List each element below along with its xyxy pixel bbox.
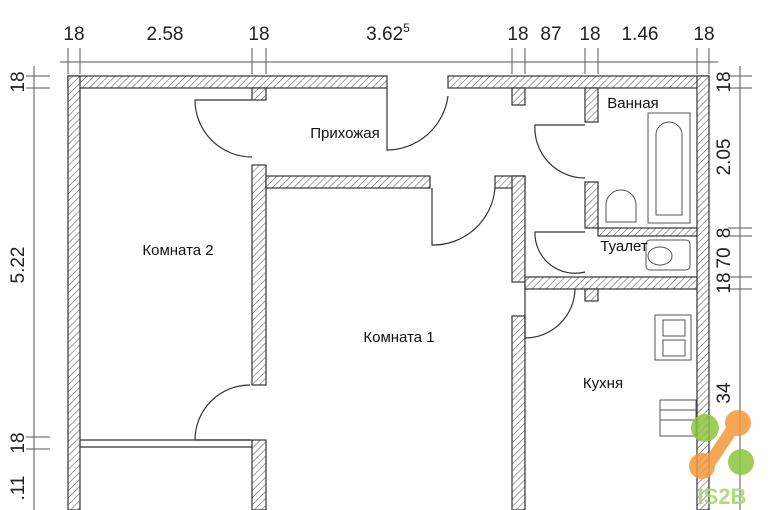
room-label-hallway: Прихожая (310, 125, 380, 142)
dim-top-6: 87 (540, 24, 561, 45)
door-bathroom (534, 124, 586, 179)
dim-top-4: 3.625 (366, 21, 410, 45)
door-room1 (431, 187, 496, 246)
dim-left-1: 18 (8, 71, 29, 92)
room-label-room1: Комната 1 (363, 329, 434, 346)
top-dimension-line: 18 2.58 18 3.625 18 87 18 1.46 18 (60, 21, 718, 74)
dim-right-4: 70 (714, 247, 735, 268)
dim-top-5: 18 (507, 24, 528, 45)
dim-left-2: 5.22 (8, 247, 29, 284)
doors (194, 88, 586, 441)
dim-top-1: 18 (63, 24, 84, 45)
bathtub-inner (655, 121, 683, 216)
door-kitchen (524, 284, 576, 339)
dim-top-7: 18 (579, 24, 600, 45)
dim-right-1: 18 (714, 71, 735, 92)
kitchen-sink-icon (654, 314, 692, 361)
dim-top-3: 18 (248, 24, 269, 45)
door-entrance (386, 88, 449, 151)
dim-right-2: 2.05 (714, 139, 735, 176)
door-room2 (194, 99, 253, 158)
bathtub-icon (647, 112, 691, 224)
dim-right-6: 34 (714, 382, 735, 404)
door-balcony (194, 384, 251, 441)
right-dimension-line: 18 2.05 8 70 18 34 (714, 66, 752, 510)
dim-left-3: 18 (8, 432, 29, 453)
sink-icon (605, 189, 637, 223)
fixtures (605, 112, 697, 437)
room-label-bathroom: Ванная (607, 95, 658, 112)
dim-left-4: .11 (8, 475, 29, 500)
door-toilet (534, 231, 586, 274)
dim-top-2: 2.58 (147, 24, 184, 45)
watermark-logo: IS2B (689, 410, 754, 509)
walls (67, 75, 710, 510)
room-label-toilet: Туалет (600, 238, 648, 255)
room-label-kitchen: Кухня (583, 375, 623, 392)
watermark-text: IS2B (698, 484, 747, 509)
dim-top-9: 18 (693, 24, 714, 45)
stove-icon (659, 399, 697, 437)
toilet-icon (645, 239, 691, 271)
dim-right-3: 8 (714, 228, 735, 239)
room-label-room2: Комната 2 (142, 242, 213, 259)
left-dimension-line: 18 5.22 18 .11 (8, 66, 50, 510)
dim-top-8: 1.46 (622, 24, 659, 45)
dim-right-5: 18 (714, 272, 735, 293)
